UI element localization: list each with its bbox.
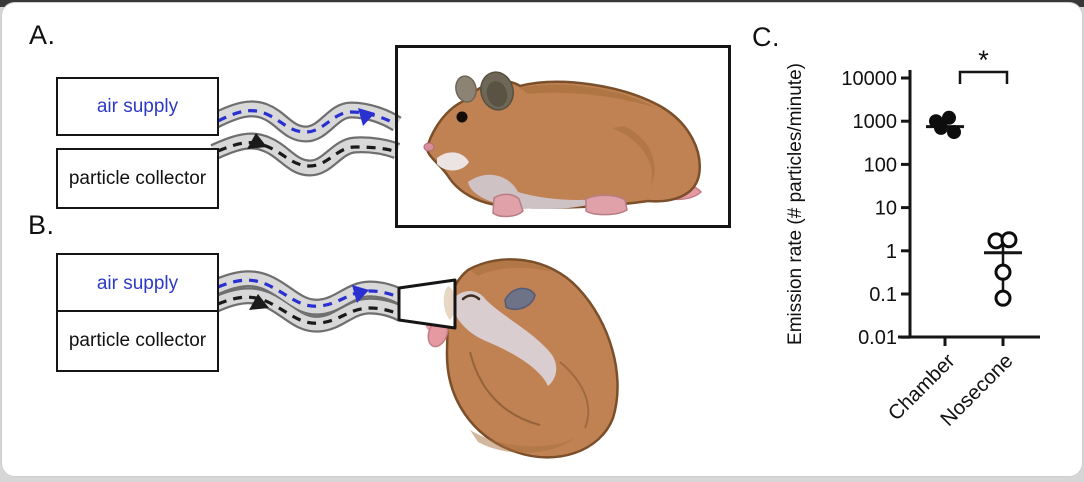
hamster-haunch-shading bbox=[612, 126, 655, 188]
y-tick-label: 1000 bbox=[853, 111, 898, 133]
panel-c-label: C. bbox=[752, 22, 780, 52]
air-flow-arrow-icon bbox=[352, 285, 369, 303]
panel-b-label: B. bbox=[28, 210, 55, 240]
nosecone-body bbox=[399, 280, 455, 328]
panel-a-label: A. bbox=[29, 20, 56, 50]
air-flow-dashed-line bbox=[217, 109, 395, 134]
hamster-head-shading bbox=[470, 260, 552, 276]
air-flow-arrow-icon bbox=[358, 108, 375, 126]
hamster-front-foot bbox=[492, 193, 524, 218]
air-supply-label: air supply bbox=[96, 272, 179, 294]
hamster-front-ear bbox=[455, 75, 477, 103]
y-axis-title: Emission rate (# particles/minute) bbox=[785, 63, 806, 345]
y-tick-label: 1 bbox=[886, 241, 897, 263]
air-supply-box-b: air supply bbox=[56, 253, 219, 314]
y-tick-label: 0.1 bbox=[869, 284, 897, 306]
particle-collector-label: particle collector bbox=[68, 167, 207, 189]
y-tick-label: 100 bbox=[864, 154, 897, 176]
panel-b-tubes bbox=[210, 270, 406, 333]
data-point-open bbox=[994, 289, 1012, 307]
particle-collector-box-a: particle collector bbox=[56, 148, 219, 209]
data-point-filled bbox=[942, 110, 956, 125]
hamster-back-shading bbox=[520, 84, 656, 108]
hamster-muzzle-in-nosecone bbox=[443, 286, 456, 320]
air-flow-dashed-line bbox=[217, 278, 399, 308]
hamster-ear-inner bbox=[486, 81, 508, 107]
hamster-ear bbox=[504, 287, 536, 311]
hamster-cheek-patch bbox=[452, 291, 557, 386]
particle-collector-box-b: particle collector bbox=[56, 310, 219, 372]
y-tick-label: 10000 bbox=[841, 68, 897, 90]
nosecone-outline bbox=[397, 278, 457, 330]
hamster-haunch-line bbox=[559, 361, 590, 429]
hamster-bottom-shading bbox=[470, 430, 575, 453]
data-point-filled bbox=[934, 120, 948, 135]
y-tick-label: 0.01 bbox=[858, 327, 897, 349]
air-supply-box-a: air supply bbox=[56, 77, 219, 136]
significance-bracket bbox=[958, 70, 1009, 84]
hamster-closed-eye bbox=[461, 294, 481, 301]
data-point-open bbox=[994, 263, 1012, 281]
chamber-box bbox=[395, 45, 731, 228]
nosecone bbox=[397, 278, 457, 330]
panel-a-tubes bbox=[210, 100, 402, 177]
sample-flow-arrow-icon bbox=[249, 294, 269, 310]
data-point-filled bbox=[947, 125, 961, 140]
hamster-arm-line bbox=[469, 351, 541, 426]
anesthetized-hamster-illustration bbox=[425, 258, 619, 459]
hamster-in-chamber-illustration bbox=[423, 71, 703, 218]
y-tick-label: 10 bbox=[875, 198, 897, 220]
significance-star: * bbox=[978, 45, 989, 75]
emission-rate-chart: 10000 1000 100 10 1 0.1 0.01 Emission rate (# p… bbox=[785, 45, 1040, 431]
hamster-cheek-patch bbox=[437, 152, 469, 171]
air-supply-label: air supply bbox=[96, 95, 179, 117]
hamster-rear-foot bbox=[585, 194, 628, 216]
particle-collector-label: particle collector bbox=[68, 330, 207, 351]
sample-flow-arrow-icon bbox=[247, 133, 267, 149]
hamster-nose bbox=[423, 142, 435, 152]
hamster-eye bbox=[456, 111, 468, 123]
data-point-open bbox=[1000, 231, 1018, 249]
